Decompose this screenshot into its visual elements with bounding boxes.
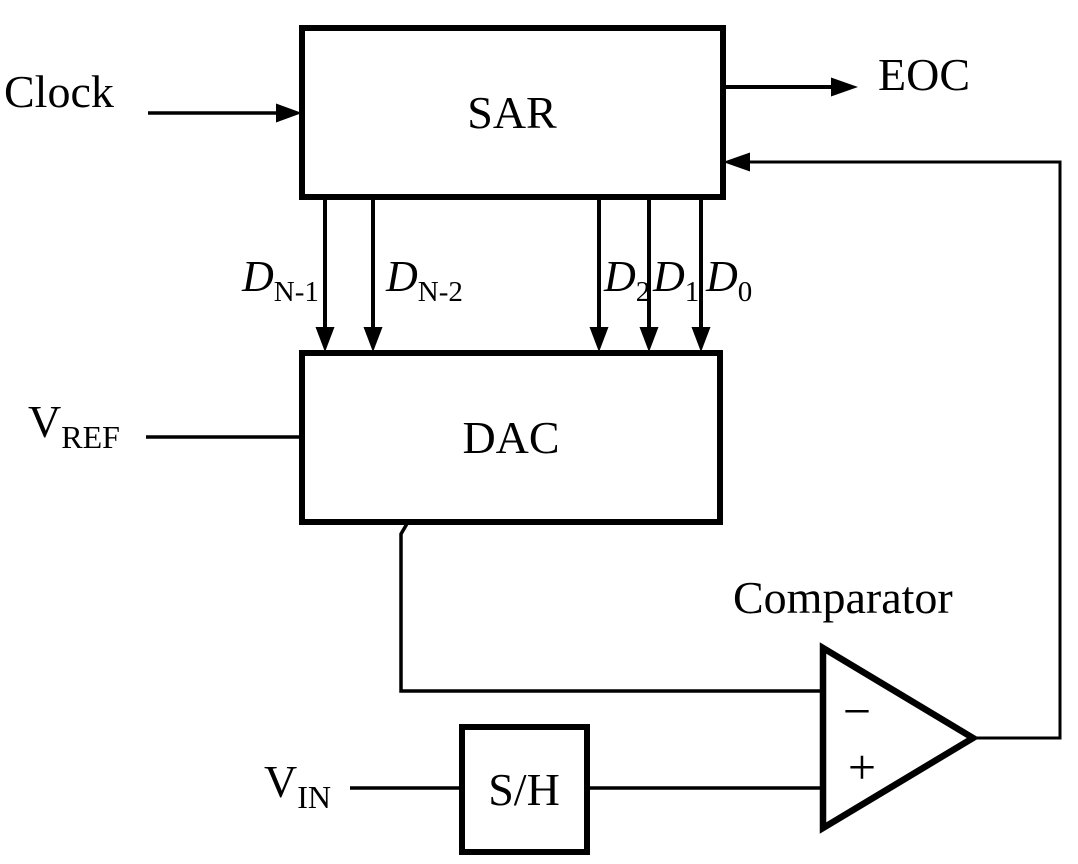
bit-arrowhead-1-icon [639, 327, 659, 352]
comparator-label: Comparator [733, 572, 953, 623]
bit-label-0: D0 [705, 252, 752, 308]
clock-label: Clock [4, 66, 114, 117]
text-labels: SAR DAC S/H Clock EOC Comparator VREF VI… [4, 49, 970, 815]
dac-to-comparator-wire [399, 521, 823, 693]
bit-2-sub: 2 [636, 276, 651, 308]
bit-arrowhead-2-icon [589, 327, 609, 352]
bit-n2-sub: N-2 [418, 276, 463, 308]
vref-label: VREF [28, 396, 120, 455]
bit-label-2: D2 [603, 252, 650, 308]
bit-n2-main: D [385, 252, 418, 301]
bit-arrowhead-n1-icon [315, 327, 335, 352]
bit-0-sub: 0 [738, 276, 753, 308]
bit-label-n1: DN-1 [241, 252, 319, 308]
vin-label: VIN [264, 756, 331, 815]
sar-block [299, 25, 726, 200]
arrowheads [276, 77, 858, 352]
bit-n1-sub: N-1 [274, 276, 319, 308]
bit-0-main: D [705, 252, 738, 301]
sar-label: SAR [467, 87, 557, 138]
eoc-arrowhead-icon [831, 77, 858, 97]
comparator-minus-sign: − [843, 683, 871, 739]
bit-label-n2: DN-2 [385, 252, 463, 308]
bit-1-sub: 1 [685, 276, 700, 308]
comparator-triangle [819, 642, 980, 834]
blocks [299, 25, 980, 855]
bit-2-main: D [603, 252, 636, 301]
dac-label: DAC [462, 412, 559, 463]
comparator-plus-sign: + [848, 739, 876, 795]
bit-arrowhead-0-icon [691, 327, 711, 352]
bit-arrowhead-n2-icon [363, 327, 383, 352]
vin-sub: IN [297, 779, 331, 815]
bit-1-main: D [652, 252, 685, 301]
vref-main: V [28, 396, 61, 447]
sample-hold-block [459, 724, 590, 855]
feedback-arrowhead-icon [723, 152, 750, 172]
sample-hold-label: S/H [488, 764, 560, 815]
dac-block [299, 350, 723, 525]
bit-n1-main: D [241, 252, 274, 301]
wires [146, 85, 1062, 790]
clock-arrowhead-icon [276, 103, 302, 123]
eoc-label: EOC [878, 49, 970, 100]
bit-label-1: D1 [652, 252, 699, 308]
vref-sub: REF [61, 419, 120, 455]
vin-main: V [264, 756, 297, 807]
